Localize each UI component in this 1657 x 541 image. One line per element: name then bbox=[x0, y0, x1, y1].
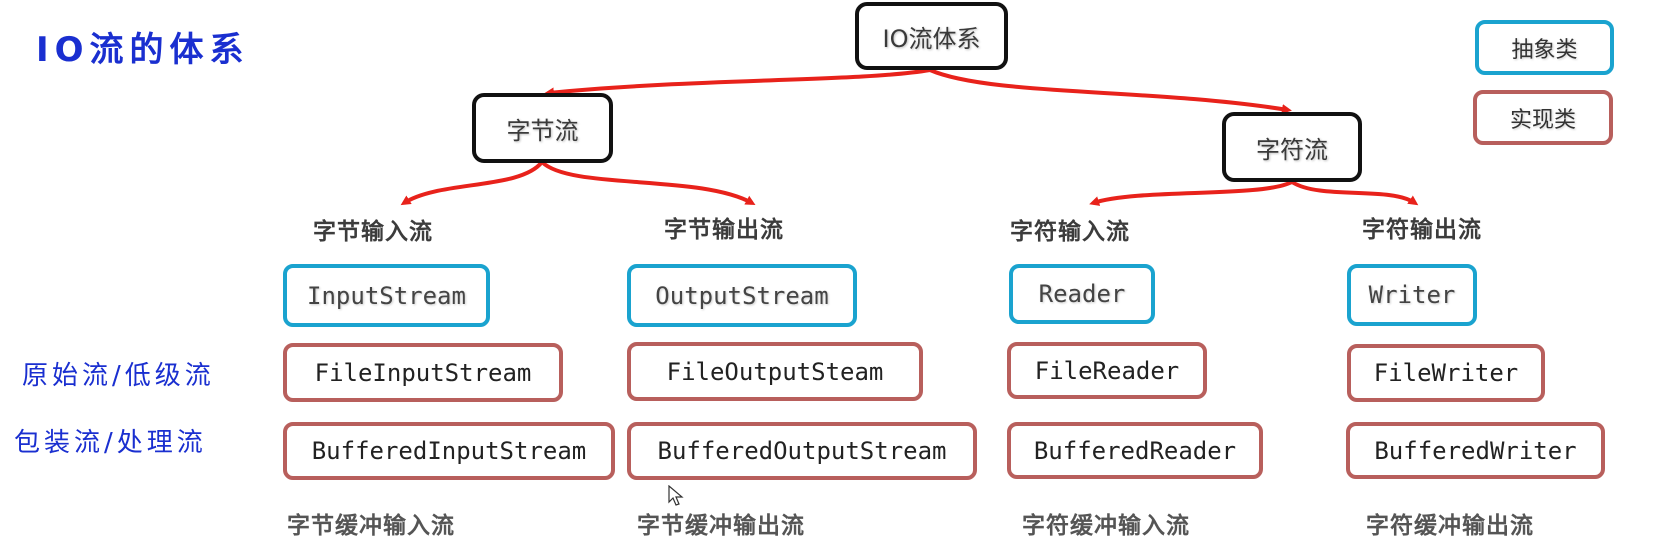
class-bufferedinputstream: BufferedInputStream bbox=[283, 422, 615, 480]
bottom-label-byte-input: 字节缓冲输入流 bbox=[287, 513, 455, 539]
class-bufferedwriter: BufferedWriter bbox=[1346, 422, 1605, 479]
arrow-byte-to-output bbox=[540, 160, 756, 205]
class-inputstream: InputStream bbox=[283, 264, 490, 327]
class-fileinputstream-label: FileInputStream bbox=[314, 358, 532, 387]
class-fileoutputsteam: FileOutputSteam bbox=[627, 342, 923, 401]
category-byte-output: 字节输出流 bbox=[664, 217, 784, 243]
class-filewriter: FileWriter bbox=[1347, 344, 1545, 402]
bottom-label-byte-output: 字节缓冲输出流 bbox=[637, 513, 805, 539]
class-fileinputstream: FileInputStream bbox=[283, 343, 563, 402]
class-reader: Reader bbox=[1009, 264, 1155, 324]
arrow-root-to-char bbox=[929, 68, 1292, 114]
arrow-char-to-output bbox=[1290, 180, 1419, 206]
category-byte-input: 字节输入流 bbox=[313, 219, 433, 245]
byte-stream-label: 字节流 bbox=[506, 116, 579, 145]
row-label-wrapper: 包装流/处理流 bbox=[14, 428, 207, 458]
class-filereader-label: FileReader bbox=[1034, 356, 1180, 385]
class-bufferedinputstream-label: BufferedInputStream bbox=[311, 437, 587, 465]
arrow-byte-to-input bbox=[400, 160, 544, 206]
legend-abstract: 抽象类 bbox=[1475, 20, 1614, 75]
class-bufferedwriter-label: BufferedWriter bbox=[1374, 436, 1577, 465]
bottom-label-char-output: 字符缓冲输出流 bbox=[1366, 513, 1534, 539]
bottom-label-char-input: 字符缓冲输入流 bbox=[1022, 513, 1190, 539]
class-bufferedoutputstream: BufferedOutputStream bbox=[627, 422, 977, 480]
arrow-root-to-byte bbox=[544, 68, 931, 98]
class-filewriter-label: FileWriter bbox=[1373, 359, 1519, 387]
class-writer: Writer bbox=[1347, 264, 1477, 326]
class-bufferedoutputstream-label: BufferedOutputStream bbox=[657, 437, 947, 465]
class-outputstream-label: OutputStream bbox=[655, 281, 829, 310]
class-bufferedreader-label: BufferedReader bbox=[1033, 436, 1237, 465]
row-label-raw: 原始流/低级流 bbox=[22, 361, 215, 391]
byte-stream-node: 字节流 bbox=[472, 93, 613, 163]
class-inputstream-label: InputStream bbox=[307, 281, 466, 310]
class-bufferedreader: BufferedReader bbox=[1007, 422, 1263, 479]
char-stream-label: 字符流 bbox=[1256, 135, 1328, 164]
class-reader-label: Reader bbox=[1038, 280, 1126, 308]
legend-impl-label: 实现类 bbox=[1509, 107, 1576, 133]
class-outputstream: OutputStream bbox=[627, 264, 857, 327]
mouse-cursor-icon bbox=[668, 485, 684, 506]
char-stream-node: 字符流 bbox=[1222, 112, 1362, 182]
root-node-label: IO流体系 bbox=[882, 24, 981, 53]
category-char-input: 字符输入流 bbox=[1010, 219, 1130, 245]
class-fileoutputsteam-label: FileOutputSteam bbox=[666, 357, 884, 386]
legend-abstract-label: 抽象类 bbox=[1511, 37, 1578, 63]
arrow-char-to-input bbox=[1089, 180, 1293, 206]
class-filereader: FileReader bbox=[1007, 342, 1207, 399]
class-writer-label: Writer bbox=[1368, 281, 1456, 309]
category-char-output: 字符输出流 bbox=[1362, 217, 1482, 243]
legend-impl: 实现类 bbox=[1473, 90, 1613, 145]
root-node: IO流体系 bbox=[855, 2, 1008, 70]
page-title: IO流的体系 bbox=[36, 30, 250, 70]
